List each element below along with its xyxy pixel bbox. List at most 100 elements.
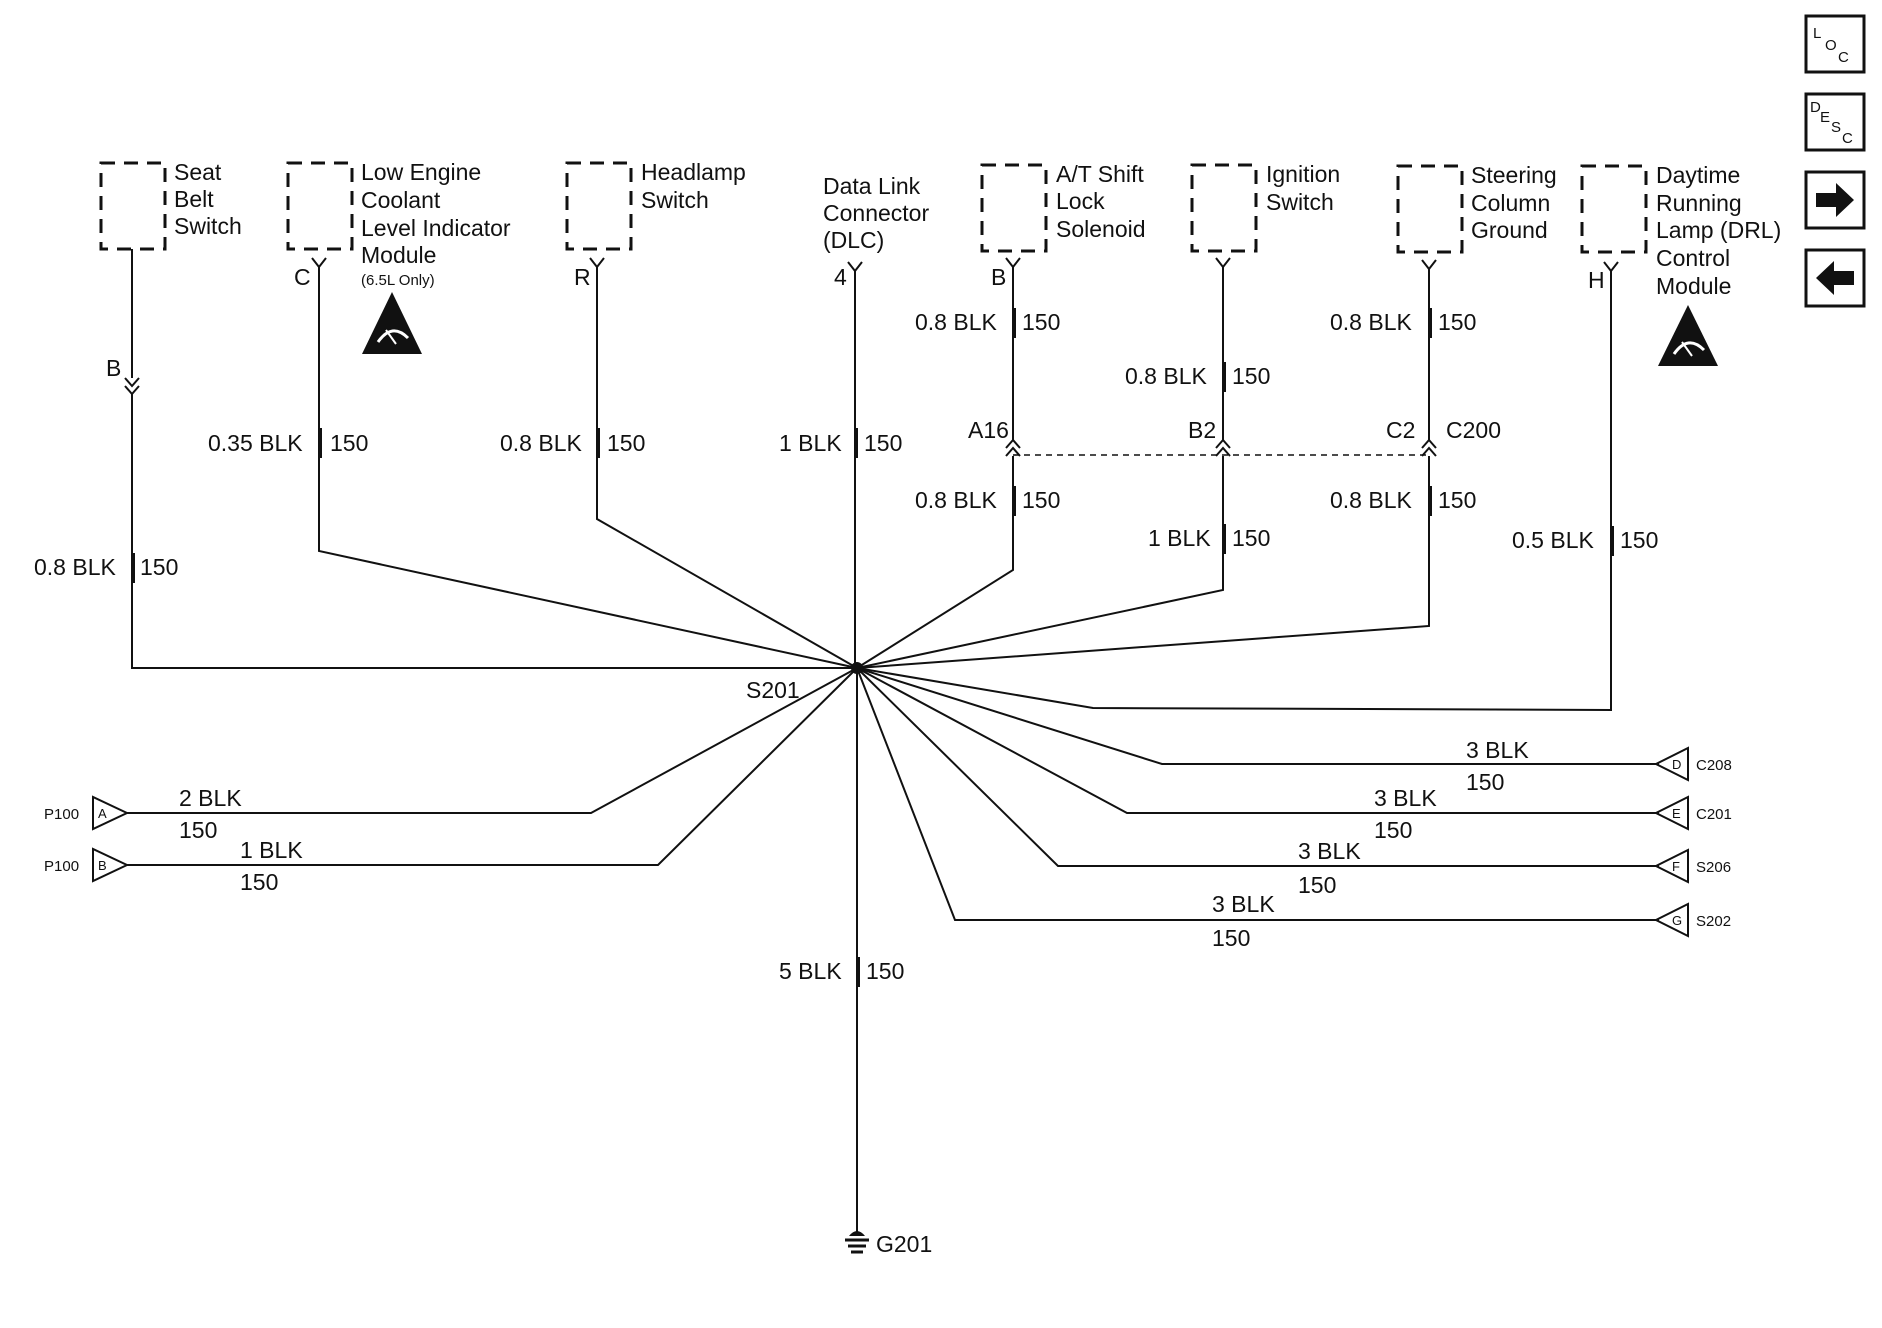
steering-label-3: Ground [1471,217,1548,243]
pin-4-label: 4 [834,264,847,290]
wire-at-upper-size: 0.8 BLK [915,309,997,335]
low-coolant-label-1: Low Engine [361,159,481,185]
connector-p100-b: B P100 [44,847,130,883]
connector-c201-name: C201 [1696,806,1732,823]
drl-label-4: Control [1656,245,1730,271]
at-shift-label-3: Solenoid [1056,216,1146,242]
wire-dlc-circuit: 150 [864,430,902,456]
seat-belt-label-3: Switch [174,213,242,239]
connector-p100b-name: P100 [44,858,79,875]
wire-c201-circuit: 150 [1374,817,1412,843]
ignition-label-1: Ignition [1266,161,1340,187]
wire-p100b-size: 1 BLK [240,837,303,863]
at-shift-lock-solenoid: A/T Shift Lock Solenoid [980,161,1146,253]
wire-ground-circuit: 150 [866,958,904,984]
wire-c201-size: 3 BLK [1374,785,1437,811]
ignition-label-2: Switch [1266,189,1334,215]
wire-headlamp-circuit: 150 [607,430,645,456]
dlc-label-3: (DLC) [823,227,884,253]
connector-p100a-pin: A [98,806,107,821]
desc-letter-s: S [1831,119,1841,136]
steering-column-ground: Steering Column Ground [1396,162,1557,254]
wire-at-lower-circuit: 150 [1022,487,1060,513]
connector-s202-pin: G [1672,913,1682,928]
pin-seat-b-label: B [106,355,121,381]
wire-c208-size: 3 BLK [1466,737,1529,763]
wire-ground-size: 5 BLK [779,958,842,984]
wire-at-upper-circuit: 150 [1022,309,1060,335]
connector-p100b-pin: B [98,858,107,873]
desc-button[interactable]: D E S C [1804,92,1866,152]
drl-label-5: Module [1656,273,1731,299]
next-button[interactable] [1804,170,1866,230]
prev-button[interactable] [1804,248,1866,308]
seat-belt-label-2: Belt [174,186,214,212]
at-shift-label-1: A/T Shift [1056,161,1144,187]
low-coolant-label-2: Coolant [361,187,441,213]
connector-p100-a: A P100 [44,795,130,831]
loc-letter-o: O [1825,37,1837,54]
headlamp-label-2: Switch [641,187,709,213]
wire-seat-circuit: 150 [140,554,178,580]
wire-steer-upper-size: 0.8 BLK [1330,309,1412,335]
low-coolant-note: (6.5L Only) [361,272,435,289]
connector-s206-pin: F [1672,859,1680,874]
data-link-connector: Data Link Connector (DLC) [823,173,929,253]
desc-letter-c: C [1842,130,1853,147]
drl-label-2: Running [1656,190,1742,216]
wire-steer-lower-size: 0.8 BLK [1330,487,1412,513]
loc-letter-c: C [1838,49,1849,66]
wire-p100a-size: 2 BLK [179,785,242,811]
pin-h-label: H [1588,267,1605,293]
splice-label: S201 [746,677,800,703]
c200-a16-label: A16 [968,417,1009,443]
ground-label: G201 [876,1231,932,1257]
wire-s206-circuit: 150 [1298,872,1336,898]
ignition-switch: Ignition Switch [1190,161,1340,253]
wires [127,249,1659,1234]
wire-drl-size: 0.5 BLK [1512,527,1594,553]
esd-warning-icon [1658,305,1718,366]
connector-c208-name: C208 [1696,757,1732,774]
seat-belt-label-1: Seat [174,159,222,185]
wire-p100a-circuit: 150 [179,817,217,843]
desc-letter-e: E [1820,109,1830,126]
connector-c201-pin: E [1672,806,1681,821]
seat-belt-switch: Seat Belt Switch [99,159,242,251]
c200-b2-label: B2 [1188,417,1216,443]
low-coolant-module: Low Engine Coolant Level Indicator Modul… [286,159,511,354]
wire-seat-size: 0.8 BLK [34,554,116,580]
left-arrow-icon [1816,261,1854,295]
connector-s202: G S202 [1653,902,1731,938]
ground-g201: G201 [845,1231,932,1257]
loc-letter-l: L [1813,25,1821,42]
wire-steer-lower-circuit: 150 [1438,487,1476,513]
wire-s202-size: 3 BLK [1212,891,1275,917]
splice-s201: S201 [746,662,863,703]
connector-c208: D C208 [1653,746,1732,782]
wire-c208-circuit: 150 [1466,769,1504,795]
steering-label-2: Column [1471,190,1550,216]
wire-dlc-size: 1 BLK [779,430,842,456]
wire-ign-upper-circuit: 150 [1232,363,1270,389]
connector-s206-name: S206 [1696,859,1731,876]
pin-b-label: B [991,264,1006,290]
wire-labels: 0.8 BLK 150 0.35 BLK 150 0.8 BLK 150 1 B… [34,309,1658,984]
wire-p100b-circuit: 150 [240,869,278,895]
connector-s202-name: S202 [1696,913,1731,930]
headlamp-switch: Headlamp Switch [565,159,746,251]
wire-ign-upper-size: 0.8 BLK [1125,363,1207,389]
wire-ign-lower-size: 1 BLK [1148,525,1211,551]
desc-letter-d: D [1810,99,1821,116]
wire-headlamp-size: 0.8 BLK [500,430,582,456]
wire-s202-circuit: 150 [1212,925,1250,951]
connector-c208-pin: D [1672,757,1681,772]
loc-button[interactable]: L O C [1804,14,1866,74]
esd-warning-icon [362,292,422,354]
wire-steer-upper-circuit: 150 [1438,309,1476,335]
right-arrow-icon [1816,183,1854,217]
wire-coolant-size: 0.35 BLK [208,430,303,456]
steering-label-1: Steering [1471,162,1557,188]
wire-s206-size: 3 BLK [1298,838,1361,864]
